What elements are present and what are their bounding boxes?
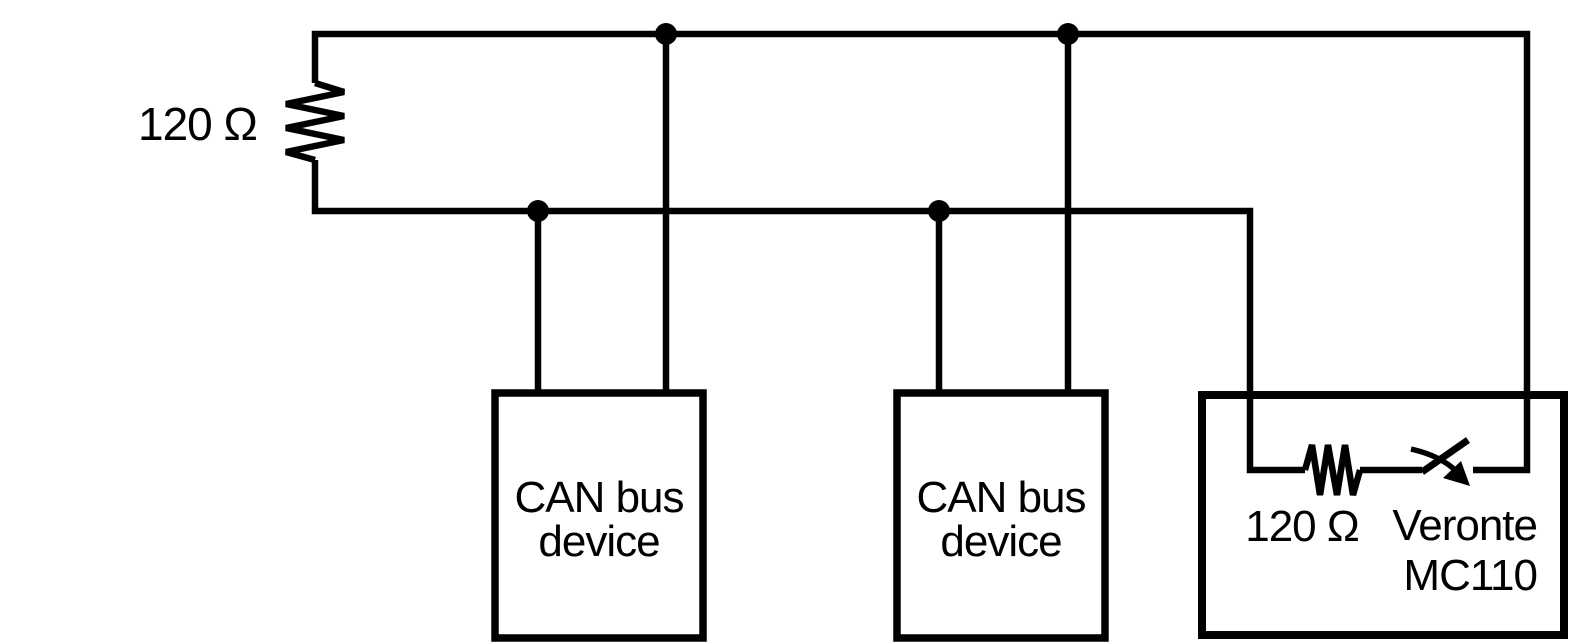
veronte-mc110-box xyxy=(1198,391,1568,639)
junction-dot xyxy=(527,200,549,222)
left-resistor-label: 120 Ω xyxy=(138,98,258,150)
internal-resistor-label: 120 Ω xyxy=(1245,502,1360,551)
veronte-unit-label-line2: MC110 xyxy=(1403,551,1538,600)
can-device-box-2 xyxy=(893,389,1109,642)
can-device-2-label: CAN bus device xyxy=(897,476,1105,564)
bus-high-wire xyxy=(311,30,1531,474)
can-device-2-label-line1: CAN bus xyxy=(916,473,1086,522)
internal-resistor-symbol xyxy=(1301,444,1364,496)
can-device-1-label-line1: CAN bus xyxy=(514,473,684,522)
veronte-unit-label-line1: Veronte xyxy=(1392,501,1538,550)
junction-dot xyxy=(928,200,950,222)
can-device-1-label: CAN bus device xyxy=(495,476,703,564)
switch-arrowhead-icon xyxy=(1443,461,1470,486)
bus-low-wire xyxy=(311,160,1305,474)
veronte-unit-label: Veronte MC110 xyxy=(1380,501,1538,601)
junction-dot xyxy=(1057,23,1079,45)
switch-blade-icon xyxy=(1420,437,1470,475)
junction-dot xyxy=(655,23,677,45)
can-device-1-label-line2: device xyxy=(538,517,660,566)
can-device-box-1 xyxy=(491,389,707,642)
can-device-2-label-line2: device xyxy=(940,517,1062,566)
termination-resistor-symbol xyxy=(285,79,345,164)
